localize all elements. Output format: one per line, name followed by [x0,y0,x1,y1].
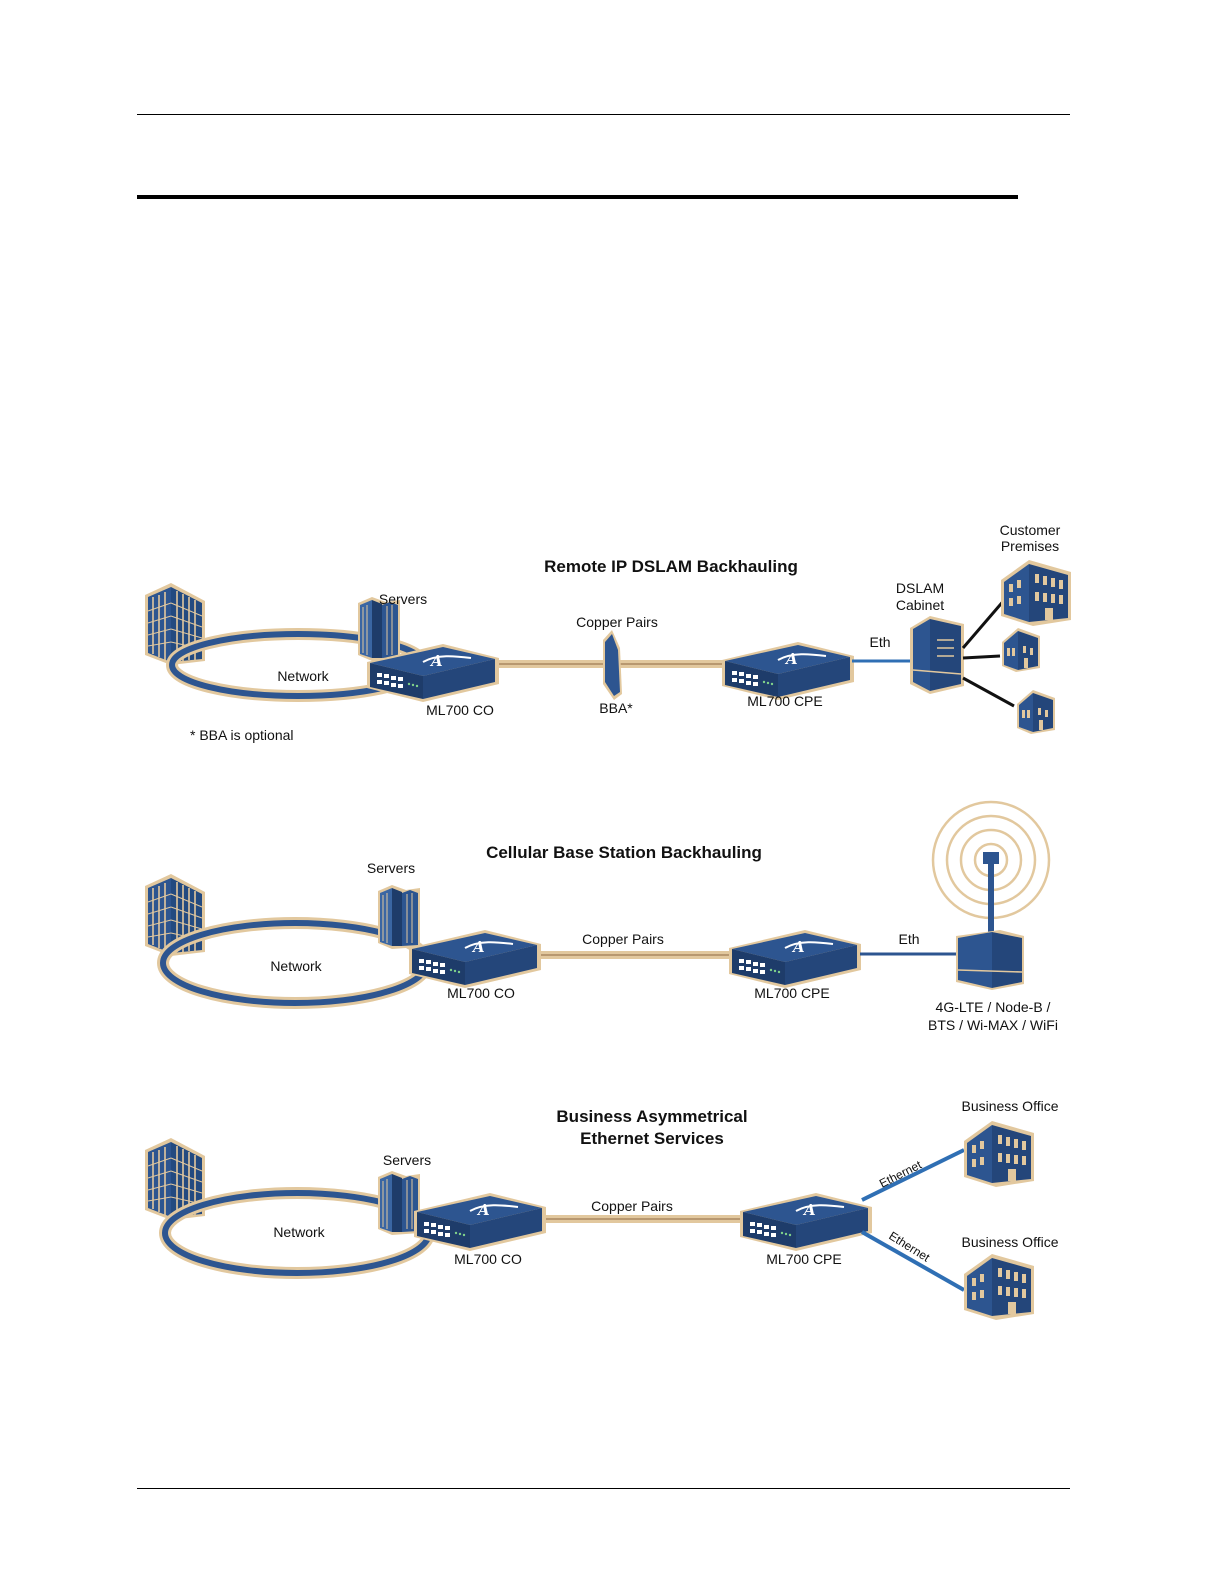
eth-label: Eth [869,634,890,650]
ml700-co-label: ML700 CO [426,702,494,718]
bba-label: BBA* [599,700,633,716]
dslam-label-line1: DSLAM [896,580,944,596]
ml700-cpe-label: ML700 CPE [766,1251,841,1267]
bba-icon [603,630,622,700]
ml700-cpe-label: ML700 CPE [754,985,829,1001]
copper-pairs-label: Copper Pairs [576,614,658,630]
panel-business-ethernet: Business Asymmetrical Ethernet Services … [144,1098,1059,1320]
house-icon [1017,690,1055,734]
ml700-device-icon [728,929,862,989]
network-label: Network [277,668,329,684]
customer-label-line2: Premises [1001,538,1059,554]
footer-rule [137,1488,1070,1489]
base-station-label-line2: BTS / Wi-MAX / WiFi [928,1017,1058,1033]
servers-label: Servers [379,591,427,607]
header-rule [137,114,1070,115]
ethernet-line [861,1230,965,1292]
eth-label: Eth [898,931,919,947]
panel-title-line1: Business Asymmetrical [556,1107,747,1126]
panel-dslam-backhauling: Remote IP DSLAM Backhauling Network Serv… [144,522,1071,743]
customer-label-line1: Customer [1000,522,1061,538]
house-icon [1002,628,1040,672]
network-label: Network [273,1224,325,1240]
copper-pairs-label: Copper Pairs [591,1198,673,1214]
panel-title-line2: Ethernet Services [580,1129,724,1148]
servers-label: Servers [383,1152,431,1168]
panel-title: Remote IP DSLAM Backhauling [544,557,798,576]
servers-label: Servers [367,860,415,876]
panel-title: Cellular Base Station Backhauling [486,843,762,862]
business-office-icon [964,1121,1034,1187]
dslam-label-line2: Cabinet [896,597,944,613]
copper-pairs-label: Copper Pairs [582,931,664,947]
dslam-cabinet-icon [910,616,964,694]
ml700-device-icon [408,929,542,989]
ml700-co-label: ML700 CO [447,985,515,1001]
business-office-label: Business Office [961,1098,1058,1114]
business-office-label: Business Office [961,1234,1058,1250]
network-label: Network [270,958,322,974]
base-station-label-line1: 4G-LTE / Node-B / [936,999,1051,1015]
ml700-cpe-label: ML700 CPE [747,693,822,709]
bba-optional-note: * BBA is optional [190,727,294,743]
business-office-icon [964,1254,1034,1320]
premises-cables [961,597,1015,708]
ethernet-line [861,1148,965,1202]
ml700-device-icon [721,641,855,701]
section-rule [137,195,1018,199]
ml700-co-label: ML700 CO [454,1251,522,1267]
panel-cellular-backhauling: Cellular Base Station Backhauling Networ… [144,800,1058,1033]
cell-tower-icon [931,800,1051,990]
server-rack-icon [377,1170,421,1236]
ml700-device-icon [413,1192,547,1252]
house-icon [1001,560,1071,626]
ml700-device-icon [739,1192,873,1252]
server-rack-icon [377,884,421,950]
